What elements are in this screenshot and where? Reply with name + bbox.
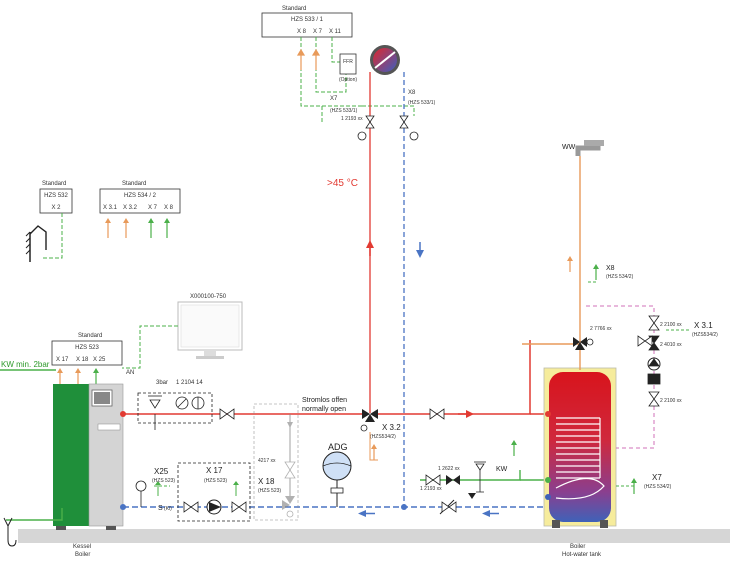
ffr-sensor: FFR (Option) <box>339 53 357 83</box>
flow-arrow-up <box>366 240 374 248</box>
p2622-label: 1 2622 xx <box>438 466 460 472</box>
circulation-pump-top <box>370 45 400 75</box>
controller-hzs533-1: Standard HZS 533 / 1 X 8 X 7 X 11 <box>261 6 353 38</box>
x31-label: X 3.1 <box>694 321 713 330</box>
x18-bypass <box>253 403 299 521</box>
diagram-label: X 25 <box>93 357 106 363</box>
diagram-label: Standard <box>42 181 66 187</box>
x31-sub: (HZS534/2) <box>692 332 718 338</box>
p2100a-label: 2 2100 xx <box>660 322 682 328</box>
bar3-label: 3bar <box>156 380 168 386</box>
dhw-mixer <box>573 337 594 350</box>
diagram-label: HZS 523 <box>75 345 99 351</box>
dhw-line <box>522 156 581 370</box>
arrows-top <box>296 48 321 70</box>
x18-sub: (HZS 523) <box>258 488 281 494</box>
x17-sub: (HZS 523) <box>204 478 227 484</box>
diagram-label: HZS 532 <box>44 193 68 199</box>
x17-pump-group <box>177 462 251 522</box>
p4010-label: 2 4010 xx <box>660 342 682 348</box>
port-label: X 8 <box>297 29 307 35</box>
cold-water-group <box>420 461 547 515</box>
s-label: S <box>158 505 163 512</box>
x25-label: X25 <box>154 467 169 476</box>
stromlos-label-de: Stromlos offen <box>302 397 347 404</box>
adg-expansion-vessel <box>322 451 352 507</box>
x8-right-sub: (HZS 534/2) <box>606 274 634 280</box>
return-arrow-down <box>416 250 424 258</box>
drain-left <box>3 508 63 547</box>
x8-top-sub: (HZS 533/1) <box>408 100 436 106</box>
boiler-label-left: Boiler <box>75 552 90 558</box>
circulation-components <box>637 315 661 407</box>
kessel-label: Kessel <box>73 544 91 550</box>
hot-water-tank-label: Hot-water tank <box>562 552 602 558</box>
x7-right-label: X7 <box>652 473 662 482</box>
return-arrows <box>358 510 499 517</box>
controller-hzs534-2: Standard HZS 534 / 2 X 3.1 X 3.2 X 7 X 8 <box>99 181 181 214</box>
valve-top-label: 1 2193 xx <box>341 116 363 122</box>
monitor: X000100-750 <box>177 294 243 359</box>
three-way-valve-x32 <box>360 409 378 432</box>
s-sub: (Kl) <box>164 506 172 512</box>
ffr-label: FFR <box>343 59 353 65</box>
x18-label: X 18 <box>258 477 275 486</box>
x25-sensor <box>135 480 170 507</box>
x7-top-sub: (HZS 533/1) <box>330 108 358 114</box>
stromlos-label-en: normally open <box>302 406 346 413</box>
kw-label: KW <box>496 466 508 473</box>
p7766-label: 2 7766 xx <box>590 326 612 332</box>
diagram-label: Standard <box>122 181 146 187</box>
x32-sub: (HZS534/2) <box>370 434 396 440</box>
controller-name: HZS 533 / 1 <box>291 17 324 23</box>
signal-lines-top <box>300 37 415 122</box>
boiler-kessel <box>53 383 124 530</box>
arrows-hzs534 <box>105 218 170 238</box>
x8-top-label: X8 <box>408 90 416 96</box>
x32-label: X 3.2 <box>382 423 401 432</box>
diagram-label: Standard <box>78 333 102 339</box>
x25-sub: (HZS 523) <box>152 478 175 484</box>
ww-label: WW <box>562 144 576 151</box>
diagram-label: X 3.2 <box>123 205 138 211</box>
temperature-label: >45 °C <box>327 178 358 189</box>
safety-group: 3bar 1 2104 14 <box>137 380 213 430</box>
main-risers <box>369 72 405 508</box>
diagram-label: X 7 <box>148 205 158 211</box>
kw-min-label: KW min. 2bar <box>1 360 50 369</box>
controller-header: Standard <box>282 6 306 12</box>
p2193b-label: 1 2193 xx <box>420 486 442 492</box>
option-label: (Option) <box>339 77 357 83</box>
outdoor-sensor <box>25 225 47 262</box>
x7-right-sub: (HZS 534/2) <box>644 484 672 490</box>
controller-hzs532: Standard HZS 532 X 2 <box>39 181 73 214</box>
diagram-label: X 18 <box>76 357 89 363</box>
diagram-label: HZS 534 / 2 <box>124 193 157 199</box>
diagram-label: X 3.1 <box>103 205 118 211</box>
port-label: X 11 <box>329 29 342 35</box>
x8-right-label: X8 <box>606 265 615 272</box>
p2104-label: 1 2104 14 <box>176 380 203 386</box>
floor <box>18 529 730 543</box>
controller-hzs523: Standard HZS 523 X 17 X 18 X 25 <box>51 333 123 366</box>
diagram-label: X 17 <box>56 357 69 363</box>
monitor-label: X000100-750 <box>190 294 227 300</box>
adg-label: ADG <box>328 442 348 452</box>
valves-flow <box>219 408 445 420</box>
an-label: AN <box>126 370 134 376</box>
x7-top-label: X7 <box>330 96 338 102</box>
tap <box>575 140 604 156</box>
p4217-label: 4217 xx <box>258 458 276 464</box>
hot-water-tank <box>543 367 617 528</box>
x17-label: X 17 <box>206 466 223 475</box>
boiler-label-right: Boiler <box>570 544 585 550</box>
diagram-label: X 8 <box>164 205 174 211</box>
diagram-label: X 2 <box>51 205 61 211</box>
arrows-hzs523 <box>57 368 99 384</box>
valves-top <box>357 115 419 141</box>
p2100b-label: 2 2100 xx <box>660 398 682 404</box>
port-label: X 7 <box>313 29 323 35</box>
